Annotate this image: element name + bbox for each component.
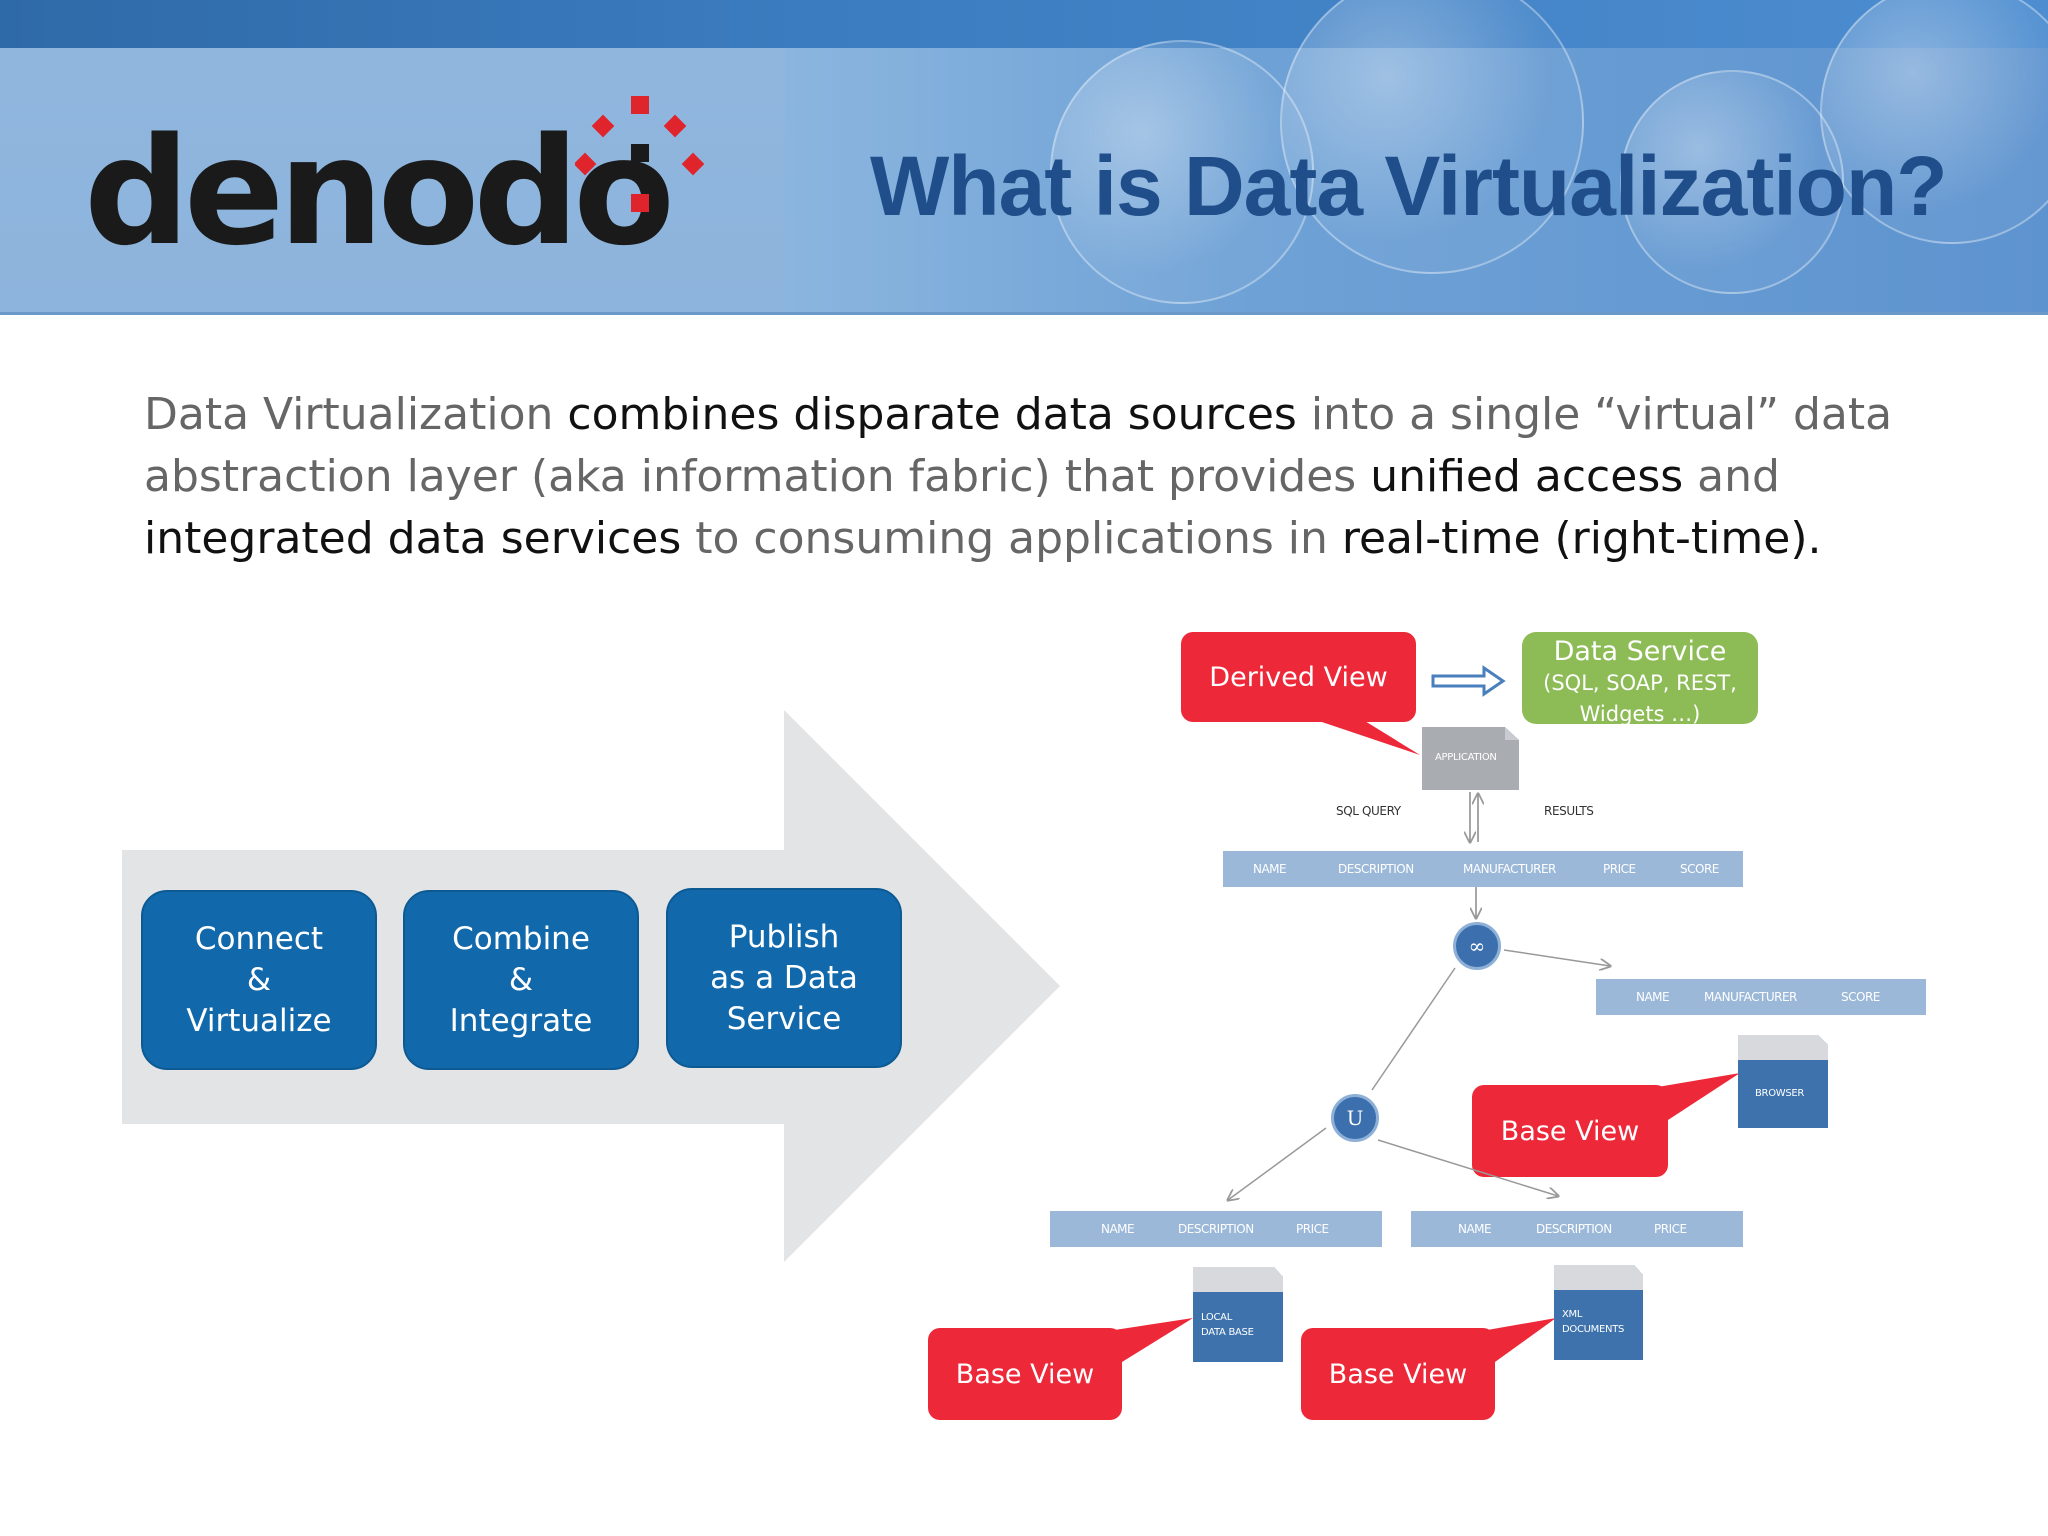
base-view-local-tail [1095, 1318, 1193, 1362]
denodo-logo-mark-icon [575, 96, 705, 212]
table-column: SCORE [1841, 990, 1880, 1004]
table-column: PRICE [1654, 1222, 1687, 1236]
application-doc [1422, 727, 1519, 790]
local-db-label: LOCAL DATA BASE [1201, 1312, 1254, 1338]
table-column: MANUFACTURER [1463, 862, 1556, 876]
banner-bubble [1280, 0, 1584, 274]
step-line: Virtualize [186, 1002, 332, 1039]
table-column: DESCRIPTION [1338, 862, 1414, 876]
header-banner [0, 0, 2048, 315]
table-column: MANUFACTURER [1704, 990, 1797, 1004]
table-column: PRICE [1296, 1222, 1329, 1236]
application-label: APPLICATION [1435, 752, 1497, 763]
publish-arrow [1431, 665, 1506, 697]
denodo-logo-text: denodo [84, 106, 675, 278]
table-column: PRICE [1603, 862, 1636, 876]
slide-title: What is Data Virtualization? [870, 139, 1948, 233]
banner-top-strip [0, 0, 2048, 48]
base-view-local-label: Base View [955, 1358, 1095, 1390]
table-column: DESCRIPTION [1536, 1222, 1612, 1236]
derived-view-table: NAME DESCRIPTION MANUFACTURER PRICE SCOR… [1223, 851, 1743, 887]
step-connect-virtualize: Connect & Virtualize [141, 890, 377, 1070]
banner-bubble [1050, 40, 1314, 304]
base-view-xml-tail [1470, 1318, 1556, 1362]
intro-text: into a single “virtual” data abstraction… [144, 389, 1893, 502]
sql-query-label: SQL QUERY [1336, 804, 1401, 818]
data-service-title: Data Service [1553, 636, 1727, 667]
table-column: NAME [1253, 862, 1287, 876]
table-column: NAME [1458, 1222, 1492, 1236]
xml-documents-label: XML DOCUMENTS [1562, 1309, 1625, 1335]
derived-view-callout [1181, 632, 1416, 722]
banner-bubble [1620, 70, 1844, 294]
base-view-local-callout [928, 1328, 1122, 1420]
derived-view-label: Derived View [1209, 661, 1388, 693]
intro-emphasis: combines disparate data sources [567, 389, 1297, 440]
step-line: Integrate [449, 1002, 593, 1039]
step-line: Combine [452, 920, 590, 957]
data-service-subtitle: (SQL, SOAP, REST, Widgets …) [1543, 671, 1737, 726]
base-view-xml-label: Base View [1328, 1358, 1468, 1390]
intro-emphasis: real-time (right-time). [1341, 513, 1822, 564]
right-table: NAME MANUFACTURER SCORE [1596, 979, 1926, 1015]
join-operator-icon: ∞ [1453, 922, 1501, 970]
callout-shapes [928, 632, 1740, 1420]
step-line: Publish [728, 918, 840, 955]
table-column: NAME [1636, 990, 1670, 1004]
bottom-right-table: NAME DESCRIPTION PRICE [1411, 1211, 1743, 1247]
data-service-box: Data Service (SQL, SOAP, REST, Widgets …… [1522, 632, 1758, 726]
base-view-browser-tail [1640, 1073, 1740, 1120]
step-publish-data-service: Publish as a Data Service [666, 888, 902, 1068]
banner-logo-panel [0, 48, 785, 312]
step-line: Service [726, 1000, 842, 1037]
results-label: RESULTS [1544, 804, 1594, 818]
base-view-xml-callout [1301, 1328, 1495, 1420]
intro-text: Data Virtualization [144, 389, 568, 440]
union-operator-icon: U [1331, 1094, 1379, 1142]
base-view-browser-label: Base View [1500, 1115, 1640, 1147]
table-column: SCORE [1680, 862, 1719, 876]
intro-paragraph: Data Virtualization combines disparate d… [144, 384, 1964, 570]
intro-emphasis: unified access [1370, 451, 1684, 502]
base-view-browser-callout [1472, 1085, 1668, 1177]
intro-emphasis: integrated data services [144, 513, 682, 564]
table-column: DESCRIPTION [1178, 1222, 1254, 1236]
intro-text: to consuming applications in [681, 513, 1342, 564]
bottom-left-table: NAME DESCRIPTION PRICE [1050, 1211, 1382, 1247]
derived-view-callout-tail [1310, 718, 1420, 755]
step-combine-integrate: Combine & Integrate [403, 890, 639, 1070]
step-line: & [508, 961, 534, 998]
step-line: Connect [194, 920, 324, 957]
step-line: & [246, 961, 272, 998]
table-column: NAME [1101, 1222, 1135, 1236]
step-line: as a Data [710, 959, 858, 996]
intro-text: and [1683, 451, 1780, 502]
browser-label: BROWSER [1755, 1088, 1805, 1099]
banner-divider [0, 312, 2048, 315]
